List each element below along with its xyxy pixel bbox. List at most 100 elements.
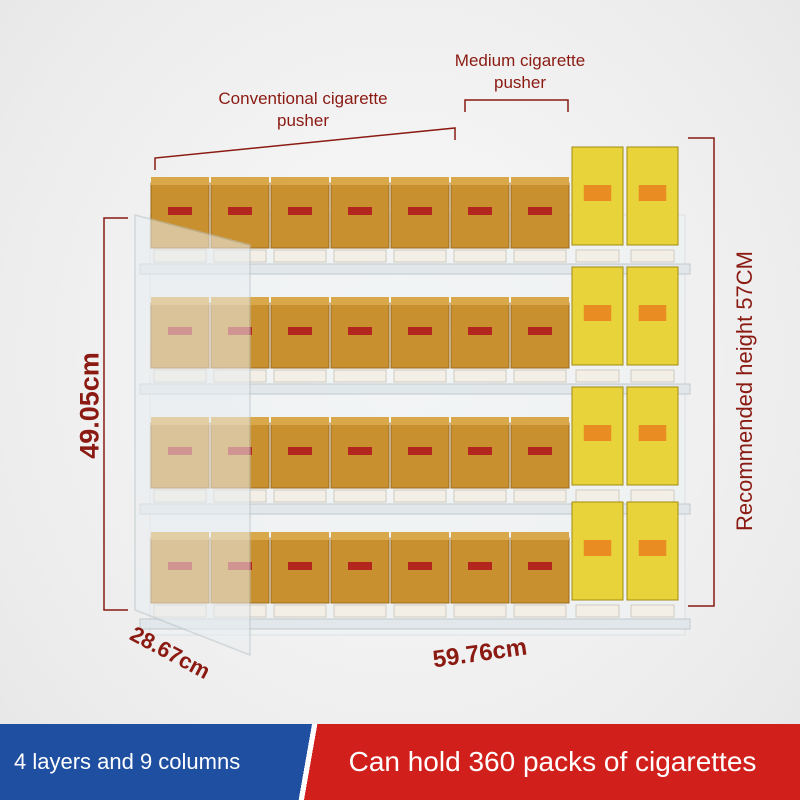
pack-label xyxy=(408,562,432,570)
pack-label xyxy=(528,207,552,215)
pack-label xyxy=(348,207,372,215)
price-tag xyxy=(513,604,567,618)
price-tag xyxy=(393,489,447,503)
pack-emblem xyxy=(638,540,667,556)
pack-label xyxy=(408,447,432,455)
price-tag xyxy=(273,604,327,618)
conventional-pack-column xyxy=(270,537,330,604)
price-tag xyxy=(575,489,620,503)
price-tag xyxy=(630,369,675,383)
conventional-pack-column xyxy=(330,537,390,604)
price-tag xyxy=(453,249,507,263)
pack-label xyxy=(288,447,312,455)
pack-label xyxy=(348,562,372,570)
conventional-bracket xyxy=(154,127,456,170)
conventional-pack-column xyxy=(390,182,450,249)
pack-emblem xyxy=(638,425,667,441)
conventional-pusher-label: Conventional cigarette pusher xyxy=(218,89,388,130)
pack-top xyxy=(391,417,449,425)
recommended-height-line xyxy=(688,137,715,607)
price-tag xyxy=(630,249,675,263)
pack-label xyxy=(408,207,432,215)
pack-emblem xyxy=(638,185,667,201)
pack-top xyxy=(331,177,389,185)
conventional-pack-column xyxy=(330,182,390,249)
price-tag xyxy=(513,489,567,503)
pack-top xyxy=(511,532,569,540)
shelf-lip xyxy=(139,618,691,630)
pack-top xyxy=(451,417,509,425)
pack-label xyxy=(528,562,552,570)
pack-label xyxy=(468,207,492,215)
price-tag xyxy=(393,249,447,263)
price-tag xyxy=(575,604,620,618)
price-tag xyxy=(333,604,387,618)
pack-top xyxy=(511,417,569,425)
price-tag xyxy=(453,489,507,503)
price-tag xyxy=(453,604,507,618)
pack-top xyxy=(151,177,209,185)
recommended-height-label: Recommended height 57CM xyxy=(732,250,757,532)
pack-top xyxy=(271,417,329,425)
price-tag xyxy=(333,249,387,263)
pack-top xyxy=(511,177,569,185)
pack-top xyxy=(451,177,509,185)
price-tag xyxy=(273,369,327,383)
pack-label xyxy=(528,327,552,335)
conventional-pack-column xyxy=(330,302,390,369)
pack-emblem xyxy=(583,425,612,441)
conventional-pack-column xyxy=(510,537,570,604)
conventional-pack-column xyxy=(450,302,510,369)
price-tag xyxy=(630,489,675,503)
pack-label xyxy=(288,327,312,335)
pack-emblem xyxy=(583,305,612,321)
conventional-pack-column xyxy=(510,302,570,369)
side-panel xyxy=(134,214,251,657)
pack-top xyxy=(511,297,569,305)
pack-top xyxy=(451,532,509,540)
pack-label xyxy=(528,447,552,455)
pack-emblem xyxy=(583,185,612,201)
pack-top xyxy=(271,177,329,185)
conventional-pack-column xyxy=(270,182,330,249)
price-tag xyxy=(333,369,387,383)
pack-label xyxy=(348,447,372,455)
conventional-pack-column xyxy=(390,537,450,604)
pack-label xyxy=(468,327,492,335)
conventional-pack-column xyxy=(450,182,510,249)
pack-top xyxy=(331,417,389,425)
price-tag xyxy=(273,489,327,503)
price-tag xyxy=(630,604,675,618)
pack-top xyxy=(451,297,509,305)
price-tag xyxy=(393,604,447,618)
price-tag xyxy=(453,369,507,383)
conventional-pack-column xyxy=(510,422,570,489)
pack-label xyxy=(348,327,372,335)
price-tag xyxy=(273,249,327,263)
conventional-pack-column xyxy=(390,422,450,489)
conventional-pack-column xyxy=(510,182,570,249)
medium-bracket xyxy=(464,99,569,112)
conventional-pack-column xyxy=(270,422,330,489)
height-dimension-label: 49.05cm xyxy=(74,352,105,459)
pack-top xyxy=(391,532,449,540)
pack-top xyxy=(331,297,389,305)
pack-label xyxy=(468,447,492,455)
price-tag xyxy=(513,369,567,383)
conventional-pack-column xyxy=(330,422,390,489)
pack-top xyxy=(391,297,449,305)
price-tag xyxy=(575,369,620,383)
pack-emblem xyxy=(638,305,667,321)
pack-label xyxy=(288,207,312,215)
price-tag xyxy=(333,489,387,503)
pack-label xyxy=(288,562,312,570)
price-tag xyxy=(575,249,620,263)
pack-top xyxy=(391,177,449,185)
pack-label xyxy=(408,327,432,335)
conventional-pack-column xyxy=(450,422,510,489)
pack-top xyxy=(271,297,329,305)
info-banner: 4 layers and 9 columns Can hold 360 pack… xyxy=(0,724,800,800)
conventional-pack-column xyxy=(270,302,330,369)
